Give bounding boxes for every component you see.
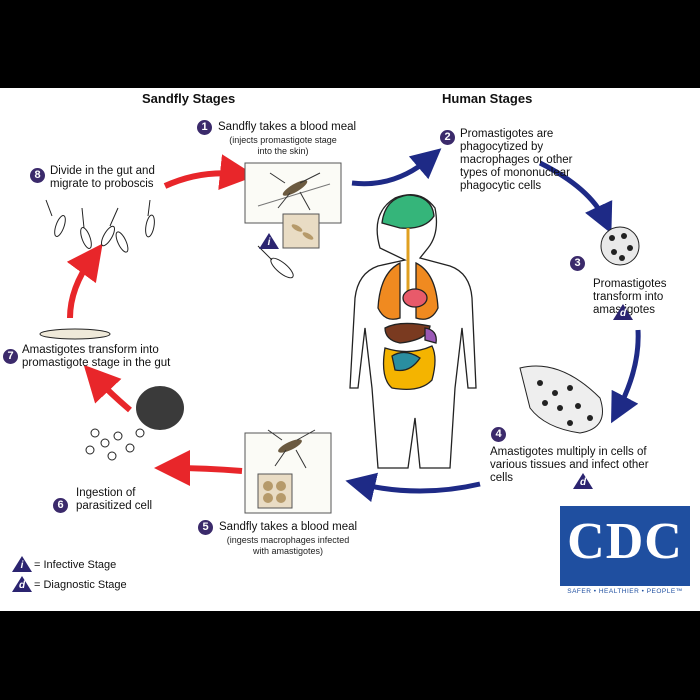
legend-infective-label: = Infective Stage — [34, 559, 117, 571]
diagnostic-stage-marker-4: d — [573, 473, 593, 489]
legend-diagnostic-label: = Diagnostic Stage — [34, 579, 127, 591]
step-2-label: Promastigotes are phagocytized by macrop… — [460, 128, 573, 192]
step-5-badge: 5 — [198, 520, 213, 535]
human-body-illustration — [349, 194, 477, 469]
step-6-badge: 6 — [53, 498, 68, 513]
cdc-slogan: SAFER • HEALTHIER • PEOPLE™ — [567, 588, 683, 595]
step-4-label: Amastigotes multiply in cells of various… — [490, 446, 649, 484]
promastigote-illustrations — [39, 199, 294, 340]
diagnostic-stage-marker-3: d — [613, 304, 633, 320]
step-8-label: Divide in the gut and migrate to probosc… — [50, 165, 155, 190]
step-8-badge: 8 — [30, 168, 45, 183]
arrow-3-to-4 — [611, 329, 641, 424]
step-7-label: Amastigotes transform into promastigote … — [22, 344, 171, 369]
step-2-badge: 2 — [440, 130, 455, 145]
step-1-label: Sandfly takes a blood meal — [218, 121, 357, 133]
human-stages-header: Human Stages — [442, 91, 533, 106]
cdc-logo: CDC — [560, 506, 690, 586]
step-1-sublabel: (injects promastigote stage into the ski… — [229, 135, 337, 156]
step-3-badge: 3 — [570, 256, 585, 271]
step-5-sublabel: (ingests macrophages infected with amast… — [226, 535, 350, 556]
arrow-4-to-5 — [345, 472, 481, 503]
sandfly-stages-header: Sandfly Stages — [142, 91, 236, 106]
step-6-label: Ingestion of parasitized cell — [76, 487, 153, 512]
cdc-logo-text: CDC — [567, 513, 683, 570]
diagram-graphics — [39, 148, 641, 514]
macrophage-illustration — [600, 226, 640, 266]
step-5-label: Sandfly takes a blood meal — [219, 521, 358, 533]
legend-infective-icon: i — [12, 556, 32, 572]
step-4-badge: 4 — [491, 427, 506, 442]
step-3-label: Promastigotes transform into amastigotes — [593, 278, 667, 316]
infective-stage-marker: i — [259, 233, 279, 249]
infected-cell-illustration — [519, 365, 603, 434]
parasitized-cell-illustration — [85, 386, 184, 461]
arrow-1-to-2 — [351, 148, 442, 187]
legend-diagnostic-icon: d — [12, 576, 32, 592]
arrow-6-to-7 — [83, 364, 132, 413]
arrow-7-to-8 — [66, 243, 103, 319]
life-cycle-diagram: Sandfly Stages Human Stages 1 Sandfly ta… — [0, 88, 700, 611]
arrow-5-to-6 — [154, 450, 243, 487]
sandfly-bite-image-bottom — [244, 429, 332, 514]
arrow-8-to-1 — [163, 154, 256, 191]
step-1-badge: 1 — [197, 120, 212, 135]
arrow-2-to-3 — [538, 160, 613, 234]
step-7-badge: 7 — [3, 349, 18, 364]
sandfly-bite-image-top — [244, 162, 342, 249]
